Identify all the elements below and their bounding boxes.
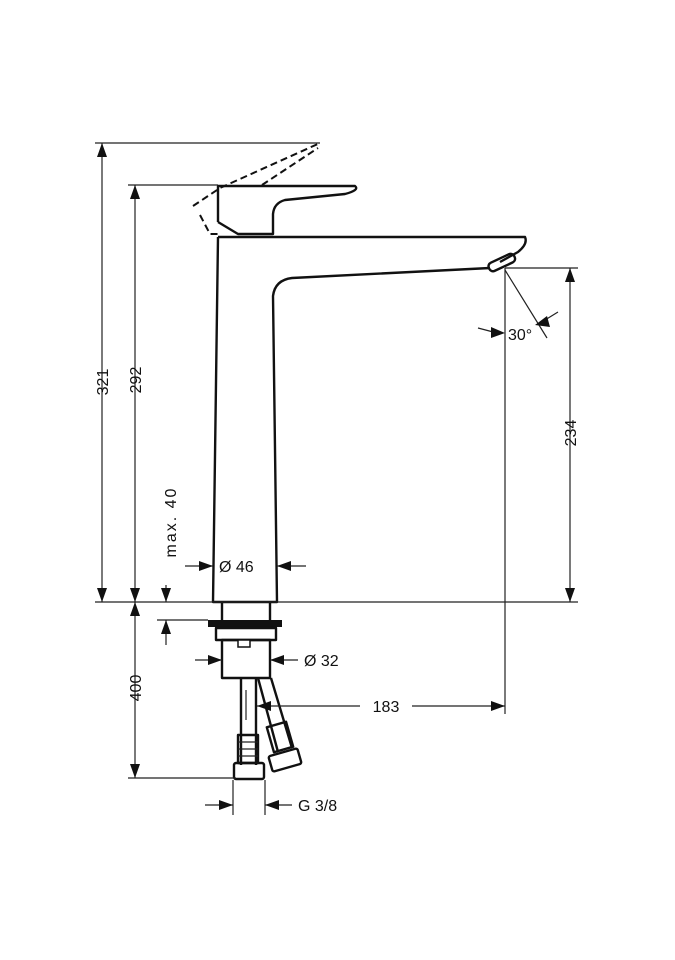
dim-292-label: 292 — [128, 367, 145, 394]
dim-234-label: 234 — [563, 420, 580, 447]
dimension-lines — [95, 142, 578, 815]
dim-max40-label: max. 40 — [163, 487, 180, 558]
dim-32-label: Ø 32 — [304, 653, 339, 670]
faucet-outline — [192, 142, 527, 781]
dim-400-label: 400 — [128, 675, 145, 702]
dim-321-label: 321 — [95, 369, 112, 396]
dim-46-label: Ø 46 — [219, 559, 254, 576]
dim-30deg-label: 30° — [508, 327, 532, 344]
dim-g38-label: G 3/8 — [298, 798, 337, 815]
dim-183-label: 183 — [373, 699, 400, 716]
